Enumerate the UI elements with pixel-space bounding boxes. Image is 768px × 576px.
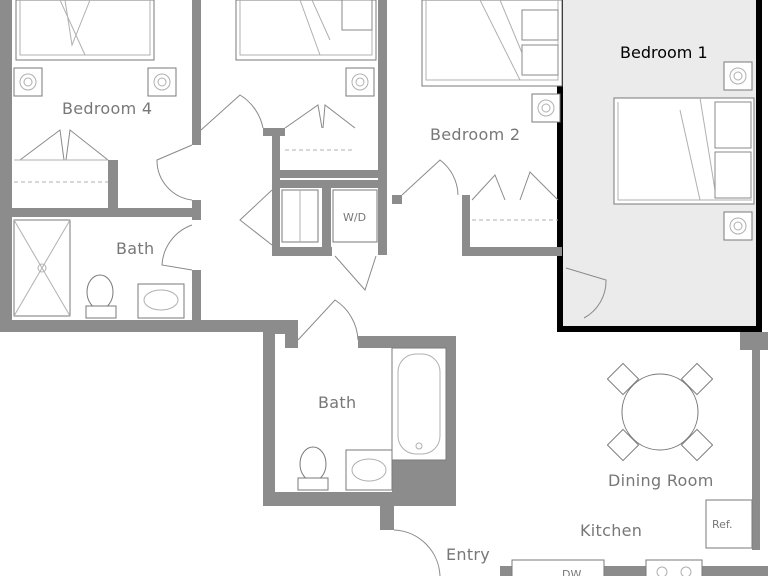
door-upper-bath[interactable] (161, 224, 193, 271)
label-bedroom-2: Bedroom 2 (430, 125, 520, 144)
refrigerator (705, 499, 753, 549)
bathtub-lower-bath (391, 347, 447, 461)
label-bedroom-4: Bedroom 4 (62, 99, 152, 118)
closet-bedroom-3 (278, 104, 378, 178)
door-hall-closet[interactable] (200, 94, 264, 131)
label-bedroom-1[interactable]: Bedroom 1 (620, 43, 708, 62)
label-bath-lower: Bath (318, 393, 356, 412)
sink-upper-bath (137, 283, 185, 319)
label-dishwasher: DW (562, 568, 581, 576)
closet-bedroom-4 (14, 129, 109, 183)
dining-table (606, 362, 714, 462)
label-entry: Entry (446, 545, 490, 564)
label-kitchen: Kitchen (580, 521, 642, 540)
nightstand-bedroom-3 (345, 67, 375, 97)
toilet-lower-bath (297, 446, 329, 491)
shower-upper-bath (13, 219, 71, 317)
toilet-upper-bath (85, 274, 117, 319)
washer-dryer-closet (281, 189, 378, 243)
nightstand-bedroom-1 (723, 61, 753, 241)
door-bedroom-4[interactable] (156, 144, 193, 201)
closet-bedroom-2 (471, 171, 559, 221)
selected-room-outline (557, 0, 762, 332)
bed-bedroom-4 (15, 0, 155, 61)
door-bedroom-1[interactable] (565, 267, 607, 319)
door-lower-bath[interactable] (297, 299, 359, 341)
label-washer-dryer: W/D (343, 211, 366, 224)
kitchen-counter (511, 559, 703, 576)
nightstand-bedroom-2 (531, 93, 561, 123)
sink-lower-bath (345, 449, 393, 491)
label-refrigerator: Ref. (712, 518, 733, 531)
bed-bedroom-1 (613, 97, 755, 205)
door-linen-closet[interactable] (239, 189, 273, 246)
door-washer-dryer[interactable] (334, 255, 377, 291)
label-dining-room: Dining Room (608, 471, 714, 490)
nightstand-bedroom-4 (13, 67, 177, 97)
label-bath-upper: Bath (116, 239, 154, 258)
bed-bedroom-3 (235, 0, 377, 61)
door-entry[interactable] (393, 529, 441, 576)
bed-bedroom-2 (421, 0, 563, 87)
door-bedroom-2[interactable] (401, 159, 459, 196)
